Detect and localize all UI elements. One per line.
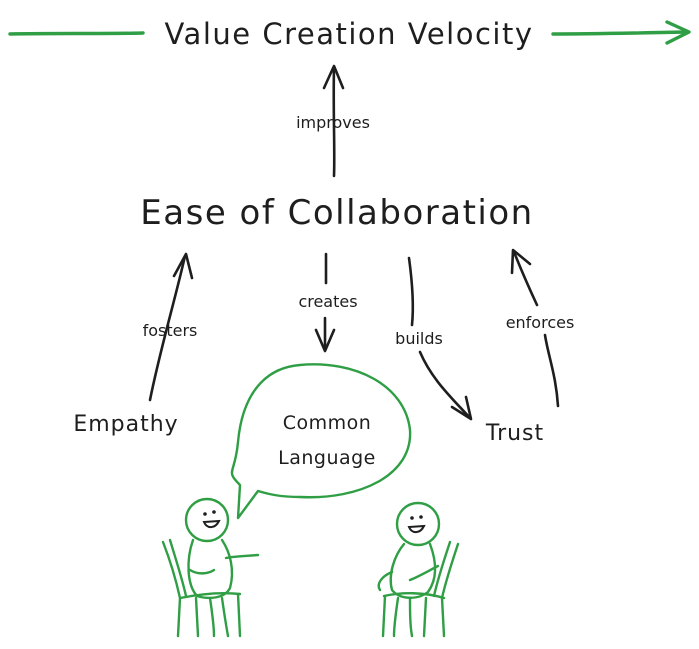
node-ease-of-collaboration: Ease of Collaboration bbox=[140, 193, 533, 233]
velocity-line-right bbox=[551, 30, 690, 36]
label-improves: improves bbox=[296, 113, 370, 132]
label-enforces: enforces bbox=[506, 313, 575, 332]
arrow-enforces bbox=[510, 248, 560, 408]
left-chair-back-inner bbox=[168, 538, 188, 598]
label-creates: creates bbox=[298, 292, 357, 311]
arrow-creates-head bbox=[314, 328, 336, 353]
arrow-enforces-head bbox=[510, 248, 532, 275]
right-chair-back-inner bbox=[432, 540, 452, 598]
right-person-leg-b bbox=[408, 596, 414, 638]
velocity-line-left bbox=[8, 31, 145, 36]
velocity-arrowhead bbox=[665, 20, 691, 45]
arrow-improves-head bbox=[322, 64, 345, 90]
right-person-head bbox=[395, 501, 441, 547]
label-fosters: fosters bbox=[143, 321, 198, 340]
left-chair-leg-mid bbox=[194, 596, 200, 638]
right-chair-leg-mid bbox=[422, 596, 428, 638]
right-person-leg-a bbox=[392, 596, 400, 638]
left-person-body bbox=[187, 538, 234, 600]
bubble-text-common: Common bbox=[283, 412, 372, 434]
right-person-eye-b bbox=[419, 515, 423, 519]
arrow-builds-shaft-lower bbox=[418, 350, 472, 420]
speech-bubble bbox=[230, 363, 412, 520]
title-value-creation-velocity: Value Creation Velocity bbox=[164, 17, 533, 51]
right-person-eye-a bbox=[410, 516, 414, 520]
arrow-enforces-shaft bbox=[543, 333, 560, 408]
left-person-eye-b bbox=[212, 510, 216, 514]
arrow-fosters-shaft bbox=[148, 254, 187, 402]
arrow-creates bbox=[314, 252, 336, 353]
left-person-smile bbox=[202, 519, 221, 529]
left-chair-seat bbox=[178, 592, 242, 600]
label-builds: builds bbox=[395, 329, 443, 348]
arrow-builds bbox=[407, 256, 473, 421]
arrow-improves-shaft bbox=[332, 66, 336, 178]
left-person-head bbox=[184, 497, 230, 543]
left-person-arm bbox=[224, 553, 260, 560]
right-person-hand bbox=[408, 564, 440, 582]
person-right-illustration bbox=[377, 501, 460, 638]
right-person-smile bbox=[407, 524, 426, 534]
arrow-enforces-shaft-upper bbox=[512, 250, 539, 307]
bubble-text-language: Language bbox=[278, 447, 376, 469]
right-chair-leg-front bbox=[381, 594, 387, 638]
arrow-fosters bbox=[148, 252, 194, 402]
right-person-arm bbox=[377, 570, 394, 592]
left-person-hand bbox=[188, 568, 216, 575]
left-person-leg-b bbox=[220, 596, 230, 638]
velocity-axis bbox=[8, 20, 691, 45]
arrow-builds-head bbox=[450, 395, 473, 421]
arrow-builds-shaft bbox=[407, 256, 415, 327]
node-trust: Trust bbox=[485, 421, 544, 446]
node-empathy: Empathy bbox=[73, 412, 178, 437]
left-chair-back bbox=[161, 540, 182, 638]
left-chair-leg-front bbox=[236, 592, 242, 638]
arrow-fosters-head bbox=[172, 252, 194, 280]
left-person-eye-a bbox=[203, 512, 207, 516]
person-left-illustration bbox=[161, 497, 260, 638]
arrow-improves bbox=[322, 64, 345, 178]
left-person-leg-a bbox=[208, 596, 216, 638]
right-chair-seat bbox=[382, 592, 446, 600]
